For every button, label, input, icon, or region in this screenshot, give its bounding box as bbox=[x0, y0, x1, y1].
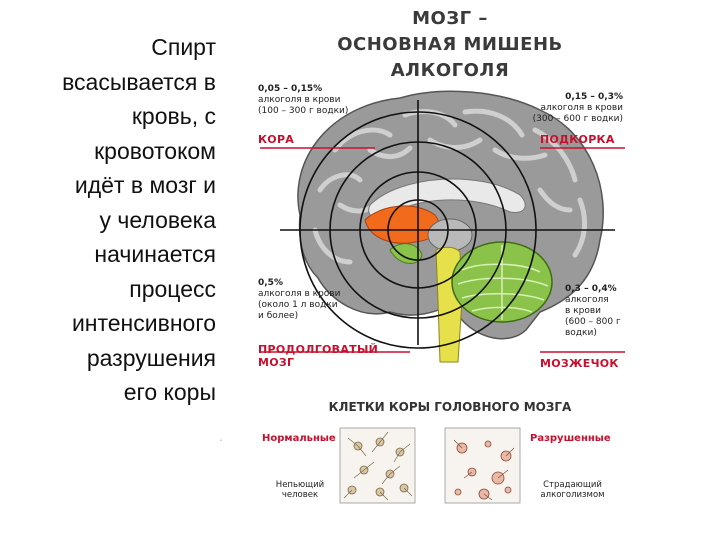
medulla-label-line: ПРОДОЛГОВАТЫЙ bbox=[258, 343, 379, 356]
damaged-cells-label: Разрушенные bbox=[530, 433, 611, 444]
slide-body-text: Спирт всасывается в кровь, с кровотоком … bbox=[18, 30, 216, 410]
body-line: всасывается в bbox=[62, 68, 216, 95]
damaged-cells-panel bbox=[444, 427, 521, 504]
thalamus bbox=[427, 218, 473, 252]
body-line: начинается bbox=[94, 241, 216, 267]
subcortex-label: ПОДКОРКА bbox=[540, 133, 615, 146]
cerebellum-dose-line: в крови bbox=[565, 306, 601, 316]
normal-cells-panel bbox=[339, 427, 416, 504]
medulla-dose-note: 0,5% алкоголя в крови (около 1 л водки и… bbox=[258, 278, 340, 322]
cortex-dose-line: алкоголя в крови bbox=[258, 95, 341, 105]
cerebellum-dose-line: (600 – 800 г bbox=[565, 317, 621, 327]
cerebellum-dose-note: 0,3 – 0,4% алкоголя в крови (600 – 800 г… bbox=[565, 284, 621, 339]
damaged-cells-caption: Страдающий алкоголизмом bbox=[525, 480, 620, 500]
poster-title-line: АЛКОГОЛЯ bbox=[390, 60, 510, 81]
body-line: кровотоком bbox=[94, 137, 216, 164]
normal-caption-line: человек bbox=[281, 490, 319, 500]
cells-section-title: КЛЕТКИ КОРЫ ГОЛОВНОГО МОЗГА bbox=[328, 400, 572, 414]
brain-poster: МОЗГ – ОСНОВНАЯ МИШЕНЬ АЛКОГОЛЯ bbox=[240, 0, 640, 540]
damaged-caption-line: Страдающий bbox=[543, 480, 602, 490]
subcortex-dose-line: (300 – 600 г водки) bbox=[532, 114, 623, 124]
body-line: интенсивного bbox=[71, 310, 216, 336]
normal-cells-label: Нормальные bbox=[262, 433, 336, 444]
poster-title-line: ОСНОВНАЯ МИШЕНЬ bbox=[337, 34, 563, 55]
body-line: кровь, с bbox=[131, 103, 216, 129]
body-line: его коры bbox=[123, 379, 216, 405]
medulla-dose-line: и более) bbox=[258, 311, 299, 321]
medulla-label-line: МОЗГ bbox=[258, 356, 295, 369]
medulla-dose-pct: 0,5% bbox=[258, 278, 283, 288]
cerebellum-dose-line: водки) bbox=[565, 328, 597, 338]
medulla-dose-line: (около 1 л водки bbox=[258, 300, 338, 310]
subcortex-dose-note: 0,15 – 0,3% алкоголя в крови (300 – 600 … bbox=[523, 92, 623, 125]
cerebellum-label: МОЗЖЕЧОК bbox=[540, 357, 619, 370]
brain-illustration bbox=[260, 90, 625, 504]
subcortex-dose-line: алкоголя в крови bbox=[540, 103, 623, 113]
body-line: Спирт bbox=[151, 34, 216, 60]
cortex-dose-pct: 0,05 – 0,15% bbox=[258, 84, 323, 94]
cortex-label: КОРА bbox=[258, 133, 295, 146]
cerebellum-dose-line: алкоголя bbox=[565, 295, 609, 305]
normal-cells-caption: Непьющий человек bbox=[260, 480, 340, 500]
body-line: у человека bbox=[99, 206, 216, 233]
subcortex-green-spot bbox=[389, 243, 423, 264]
subcortex-dose-pct: 0,15 – 0,3% bbox=[565, 92, 623, 102]
cortex-dose-note: 0,05 – 0,15% алкоголя в крови (100 – 300… bbox=[258, 84, 348, 117]
medulla-label: ПРОДОЛГОВАТЫЙ МОЗГ bbox=[258, 343, 378, 369]
poster-title-line: МОЗГ – bbox=[412, 8, 488, 29]
body-line: идёт в мозг и bbox=[74, 172, 216, 198]
cerebellum-dose-pct: 0,3 – 0,4% bbox=[565, 284, 617, 294]
pointer-lines bbox=[260, 147, 625, 353]
body-line: разрушения bbox=[86, 344, 216, 371]
medulla-dose-line: алкоголя в крови bbox=[258, 289, 341, 299]
normal-caption-line: Непьющий bbox=[275, 480, 325, 490]
body-line: процесс bbox=[129, 275, 216, 302]
damaged-caption-line: алкоголизмом bbox=[540, 490, 605, 500]
cortex-dose-line: (100 – 300 г водки) bbox=[258, 106, 349, 116]
cortex-gyri bbox=[312, 108, 588, 265]
trailing-dot: . bbox=[219, 428, 223, 444]
